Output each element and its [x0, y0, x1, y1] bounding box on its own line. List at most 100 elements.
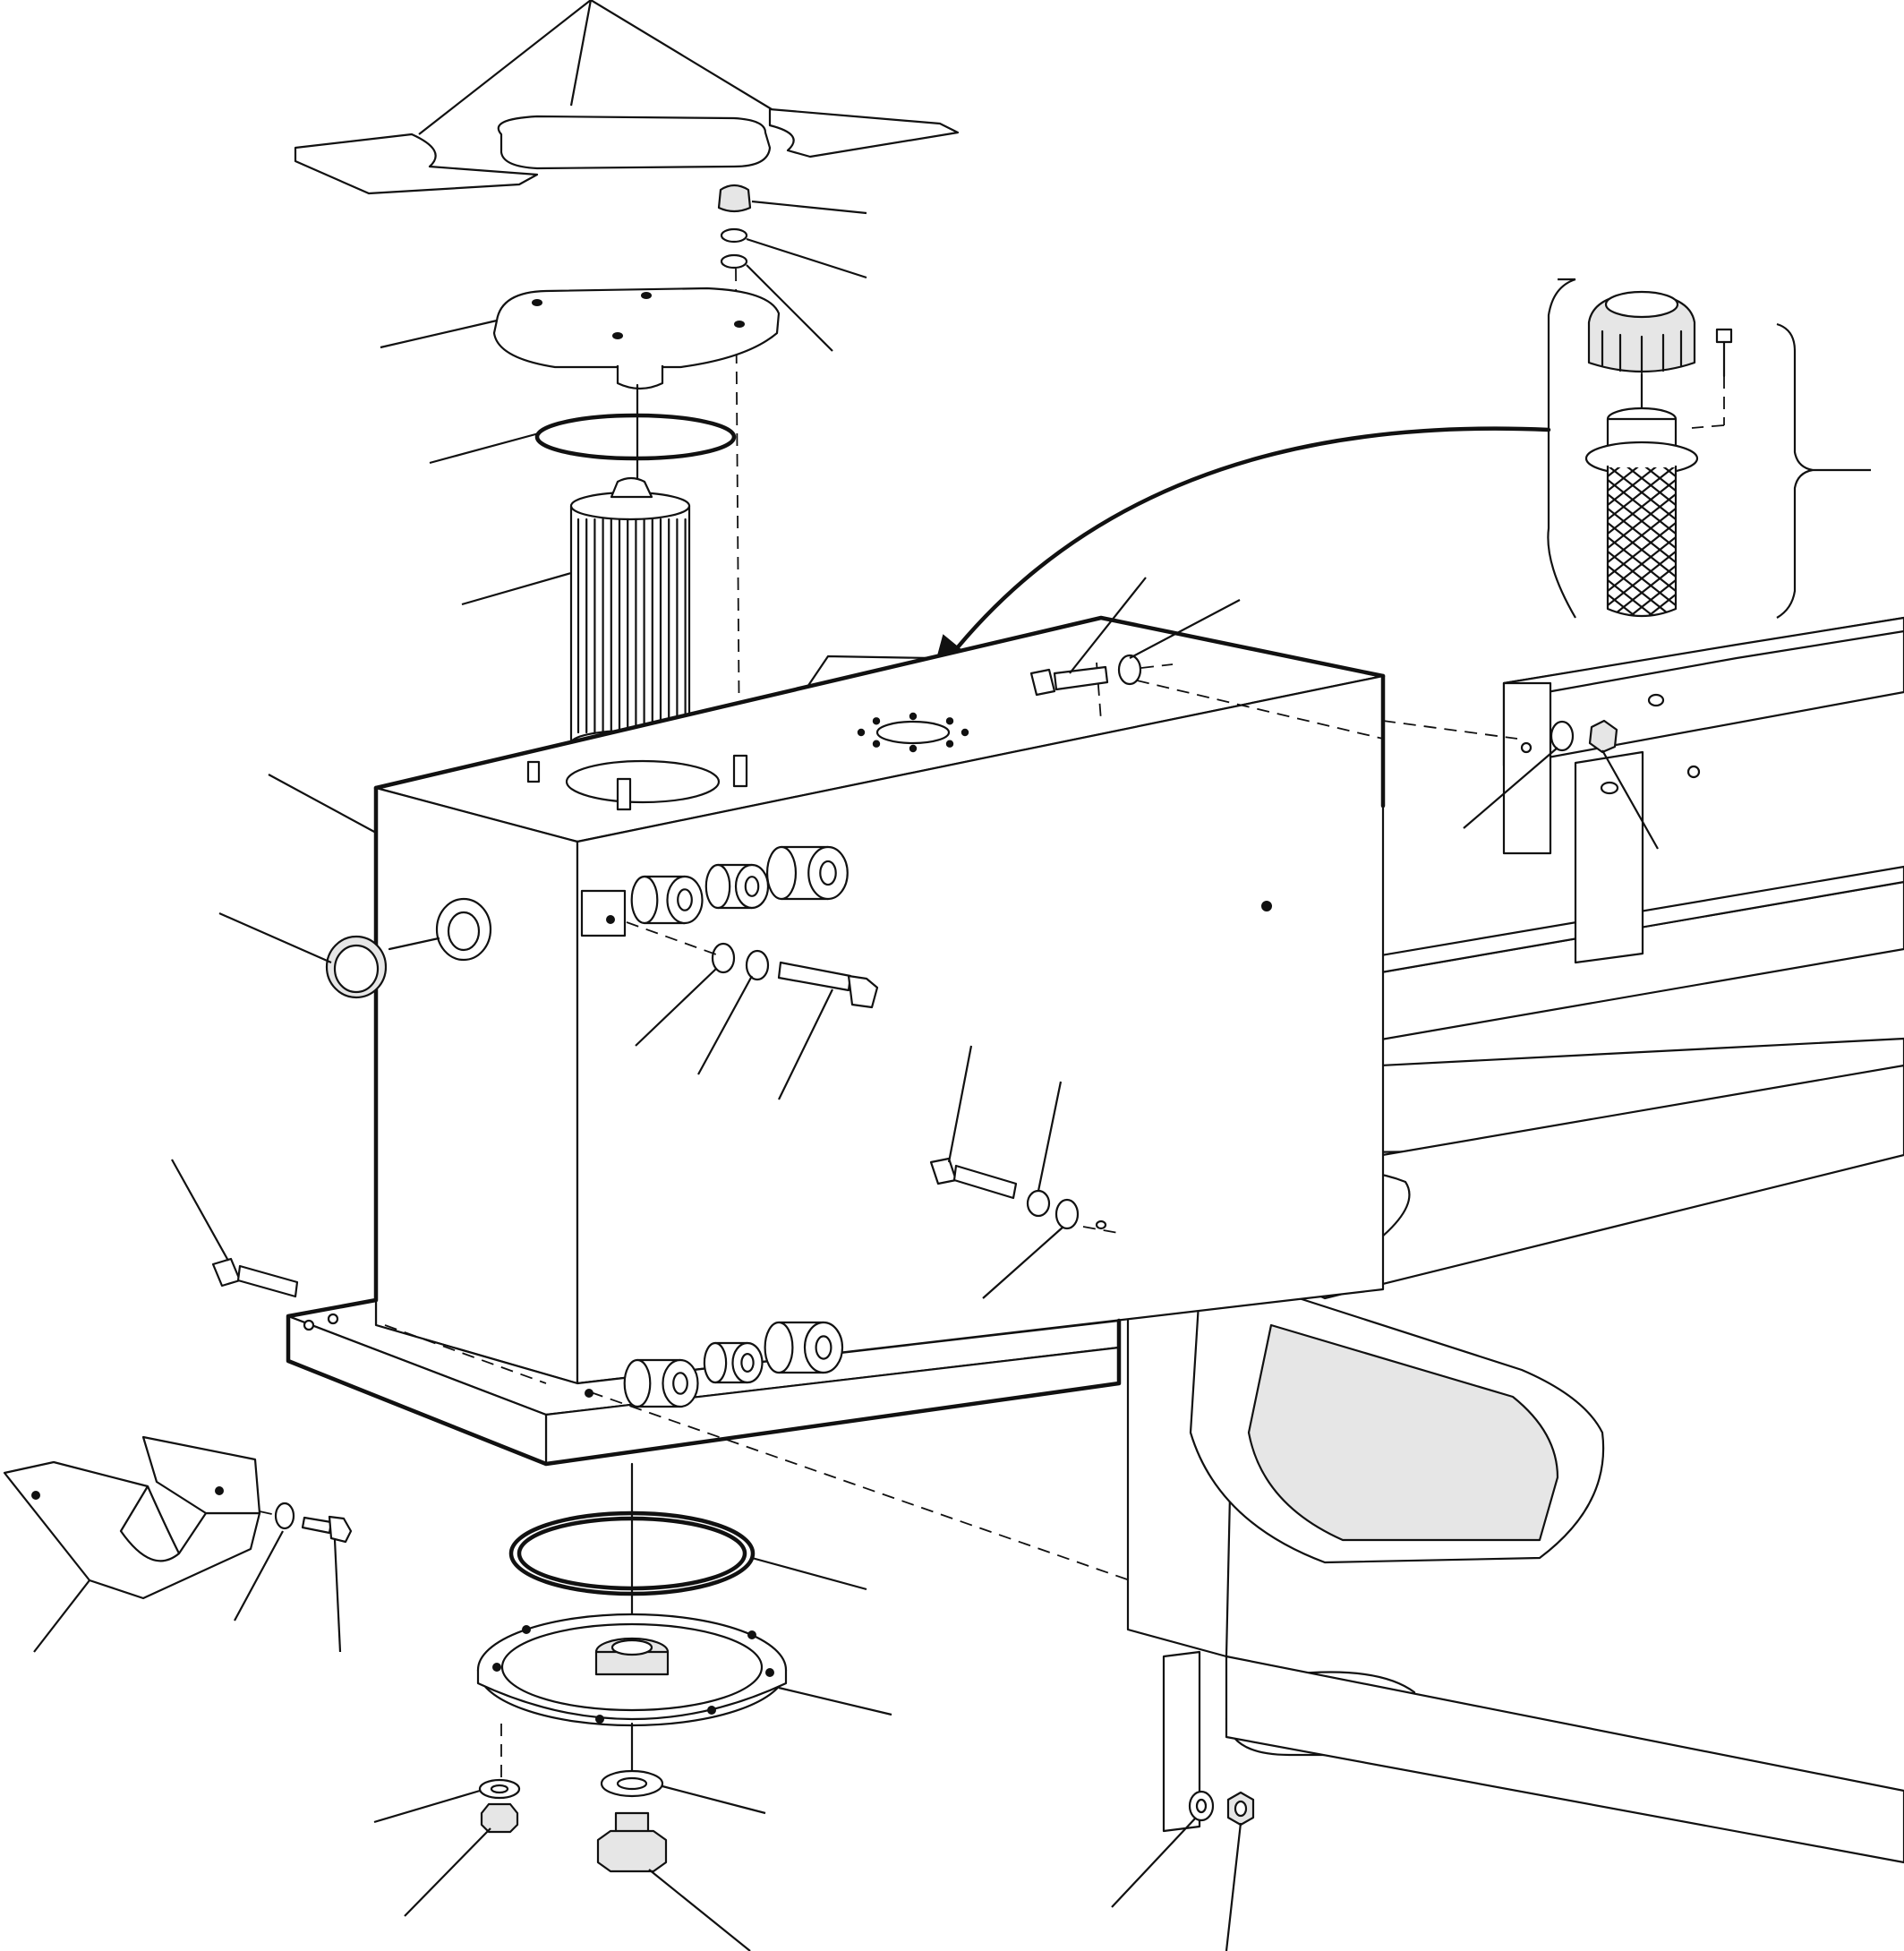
washer-bore [491, 1785, 508, 1793]
stud [734, 756, 747, 786]
mesh-line [1608, 437, 1676, 491]
mesh-line [1608, 494, 1676, 548]
port-bore [741, 1354, 753, 1372]
leader-line [172, 1159, 228, 1261]
washer [721, 229, 747, 242]
leader-line [1226, 1823, 1241, 1951]
drain-boss-body [596, 1652, 668, 1674]
leader-line [649, 1870, 750, 1951]
hex-bolt-head [849, 976, 877, 1007]
leader-line [752, 201, 867, 213]
hidden-edge-line [1137, 680, 1383, 739]
port-bolt-hole [874, 741, 879, 747]
cover-hole [642, 293, 651, 298]
washer [747, 951, 768, 980]
bottom-plate-group [478, 1464, 892, 1777]
leader-line [779, 989, 832, 1100]
port-bolt-hole [858, 730, 864, 735]
frame-foot [1164, 1652, 1200, 1831]
sealing-washer-bore [618, 1778, 646, 1789]
port-bolt-hole [910, 714, 916, 719]
bracket-hole [1601, 783, 1618, 793]
frame-hole [1262, 902, 1271, 911]
leader-line [779, 1688, 892, 1715]
base-hole [329, 1314, 337, 1323]
location-arrow-line [949, 429, 1549, 658]
port-bore [816, 1336, 832, 1358]
tank-top-outline [376, 618, 1383, 788]
leader-line [1070, 578, 1146, 673]
leader-line [380, 321, 497, 347]
guard-plate [4, 1462, 260, 1598]
leader-line [1038, 1082, 1061, 1191]
oring-lower [511, 1513, 753, 1594]
sensor-hole [607, 916, 614, 923]
leader-line [405, 1828, 491, 1916]
filter-cover-plate [494, 288, 779, 367]
sight-gauge-bore [448, 912, 479, 950]
mesh-line [1608, 466, 1676, 519]
front-bolt-stack [627, 922, 877, 1100]
seal-pad-left [295, 134, 537, 193]
frame-body-shadow [1249, 1325, 1558, 1540]
strainer-mesh-pattern [1608, 351, 1676, 677]
tank-left-face [376, 788, 577, 1383]
plate-hole [766, 1669, 773, 1676]
mounting-bracket [1575, 752, 1643, 963]
cover-hole [533, 300, 542, 305]
leader-line [462, 573, 571, 604]
hex-bolt-head [1031, 670, 1054, 695]
level-plug-axis [389, 938, 439, 949]
assembly-axis-line [1692, 425, 1724, 428]
leader-line [747, 239, 867, 278]
leader-line [235, 1531, 283, 1621]
port-rear [767, 847, 796, 899]
leader-line [983, 1227, 1063, 1298]
oring-upper [537, 415, 734, 458]
acorn-nut [719, 185, 750, 211]
leader-line [747, 265, 832, 351]
port-bore [746, 877, 758, 896]
stud [618, 779, 630, 809]
port-rear [706, 865, 730, 908]
breather-cap-top [1606, 292, 1678, 317]
mesh-line [1608, 580, 1676, 634]
sensor-block [582, 891, 625, 936]
plate-hole [596, 1716, 603, 1723]
crossmember-end-plate [1504, 683, 1550, 853]
mesh-line [1608, 566, 1676, 620]
lock-washer [721, 255, 747, 268]
washer [1119, 655, 1140, 684]
port-bore [673, 1373, 687, 1393]
filter-port [567, 761, 719, 802]
bolt-shank-threaded [1054, 667, 1107, 689]
drain-boss-bore [612, 1640, 652, 1655]
frame-hole [1097, 1221, 1106, 1228]
cover-hole [613, 333, 622, 338]
leader-line [591, 0, 772, 109]
hex-bolt-head [329, 1517, 351, 1542]
frame-hole [1522, 743, 1531, 752]
plate-hole [748, 1631, 756, 1639]
leader-line [269, 774, 376, 833]
bolt-shank-threaded [238, 1266, 297, 1296]
hex-bolt-shank [303, 1518, 331, 1533]
port-bolt-hole [910, 746, 916, 751]
assembly-axis-line [260, 1511, 276, 1515]
hex-nut [1590, 721, 1617, 752]
base-bolt-group [172, 1159, 297, 1296]
plate-hole [493, 1664, 500, 1671]
washer [1028, 1191, 1049, 1216]
leader-line [571, 0, 591, 106]
pin [1649, 695, 1663, 706]
base-hole [304, 1321, 313, 1330]
leader-line [419, 0, 591, 134]
frame-upper-fasteners [1464, 695, 1663, 849]
leader-line [752, 1558, 867, 1589]
hidden-edge-line [1383, 721, 1517, 739]
hex-nut-bore [1235, 1801, 1246, 1816]
guard-hole [32, 1492, 39, 1499]
leader-line [1464, 748, 1558, 828]
frame-hole [1688, 766, 1699, 777]
